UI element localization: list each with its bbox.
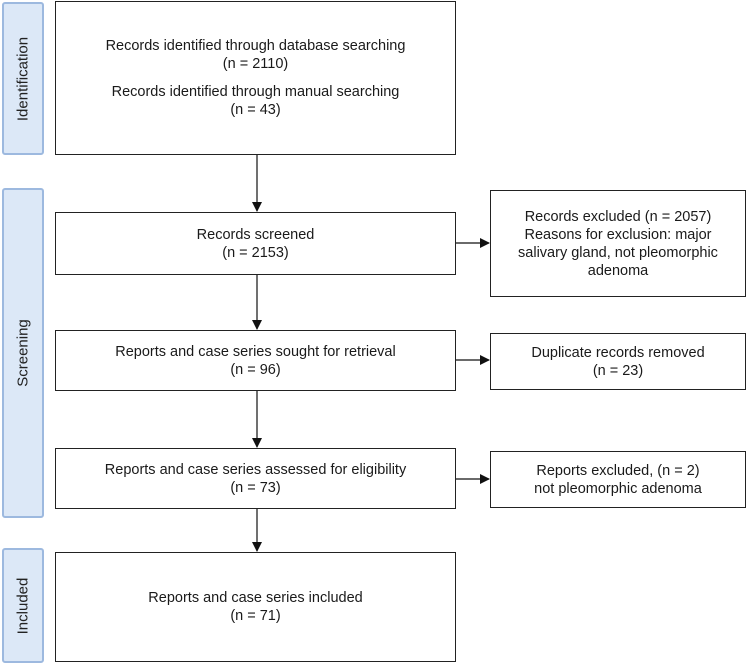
excluded-reason-line1: Reasons for exclusion: major xyxy=(524,226,712,243)
phase-identification: Identification xyxy=(2,2,44,155)
screened-text: Records screened xyxy=(196,226,315,243)
box-reports-excluded: Reports excluded, (n = 2) not pleomorphi… xyxy=(490,451,746,508)
box-records-excluded: Records excluded (n = 2057) Reasons for … xyxy=(490,190,746,297)
excluded-reason-line2: salivary gland, not pleomorphic xyxy=(518,244,718,261)
phase-included: Included xyxy=(2,548,44,663)
box-records-identified: Records identified through database sear… xyxy=(55,1,456,155)
included-count: (n = 71) xyxy=(230,608,281,624)
identified-database-text: Records identified through database sear… xyxy=(105,38,406,54)
sought-count: (n = 96) xyxy=(230,361,281,378)
box-included: Reports and case series included (n = 71… xyxy=(55,552,456,662)
identified-manual-text: Records identified through manual search… xyxy=(111,84,400,100)
excluded-count-text: Records excluded (n = 2057) xyxy=(524,208,712,225)
duplicates-count: (n = 23) xyxy=(592,362,644,379)
duplicates-text: Duplicate records removed xyxy=(531,344,705,361)
box-sought-for-retrieval: Reports and case series sought for retri… xyxy=(55,330,456,391)
box-records-screened: Records screened (n = 2153) xyxy=(55,212,456,275)
reports-excluded-reason: not pleomorphic adenoma xyxy=(534,480,702,497)
assessed-count: (n = 73) xyxy=(230,479,281,496)
included-text: Reports and case series included xyxy=(148,590,363,606)
sought-text: Reports and case series sought for retri… xyxy=(115,343,396,360)
screened-count: (n = 2153) xyxy=(222,244,289,261)
identified-manual-count: (n = 43) xyxy=(230,102,281,118)
identified-database-count: (n = 2110) xyxy=(222,56,289,72)
reports-excluded-count-text: Reports excluded, (n = 2) xyxy=(536,462,700,479)
phase-screening: Screening xyxy=(2,188,44,518)
box-duplicates-removed: Duplicate records removed (n = 23) xyxy=(490,333,746,390)
box-assessed-for-eligibility: Reports and case series assessed for eli… xyxy=(55,448,456,509)
excluded-reason-line3: adenoma xyxy=(587,262,649,279)
assessed-text: Reports and case series assessed for eli… xyxy=(104,461,407,478)
